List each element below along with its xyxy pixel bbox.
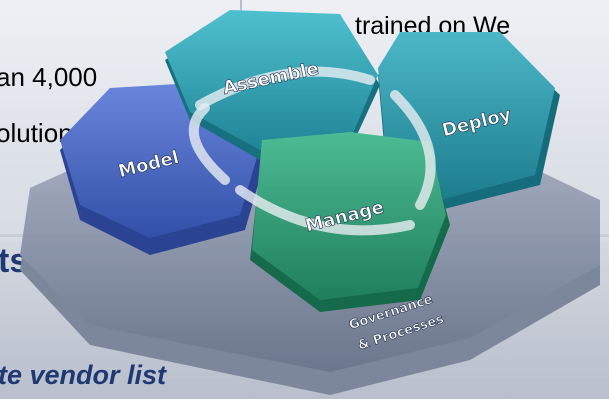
hex-manage[interactable] — [250, 132, 450, 312]
lifecycle-arrow-ring — [188, 66, 436, 236]
text-fragment-bottom-italic: te vendor list — [0, 360, 167, 390]
text-fragment-left-line1: an 4,000 — [0, 62, 98, 92]
